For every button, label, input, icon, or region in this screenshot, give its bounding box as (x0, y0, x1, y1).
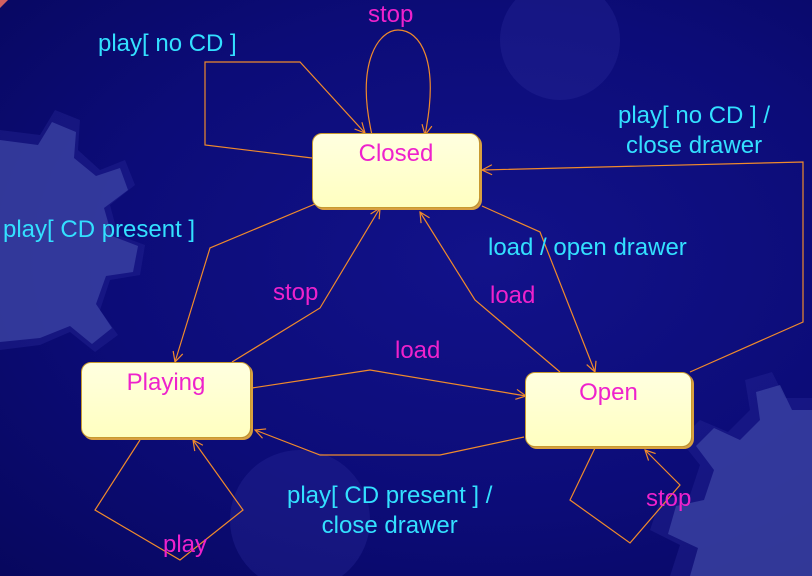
state-playing[interactable]: Playing (81, 362, 251, 438)
label-load-open-closed: load (490, 282, 536, 309)
state-closed-label: Closed (358, 140, 434, 167)
edge-playing-self-play (94, 440, 244, 561)
state-open[interactable]: Open (525, 372, 692, 447)
label-play-playing-self: play (163, 531, 208, 558)
state-closed[interactable]: Closed (312, 133, 480, 208)
label-play-cd-close-drawer: play[ CD present ] / close drawer (287, 481, 492, 541)
edge-load-open-closed (420, 212, 561, 373)
label-play-cd-present: play[ CD present ] (3, 216, 196, 243)
label-play-no-cd-close-drawer: play[ no CD ] / close drawer (618, 101, 770, 161)
label-play-cd-close-line1: play[ CD present ] / (287, 482, 493, 509)
label-stop-closed-self: stop (368, 1, 414, 28)
state-playing-label: Playing (126, 369, 206, 396)
edge-play-cd-close-open-playing (255, 430, 525, 456)
edge-stop-playing-closed (231, 208, 380, 363)
edge-closed-self-stop (365, 29, 430, 135)
edge-play-no-cd-close-drawer (482, 161, 804, 373)
state-open-label: Open (579, 379, 638, 406)
label-play-no-cd-close-line2: close drawer (626, 132, 763, 159)
label-load-playing-open: load (395, 337, 441, 364)
edge-play-no-cd (204, 61, 365, 159)
label-play-no-cd: play[ no CD ] (98, 30, 237, 57)
label-stop-open-self: stop (646, 485, 692, 512)
label-stop-playing-closed: stop (273, 279, 319, 306)
label-load-open-drawer: load / open drawer (488, 234, 687, 261)
edge-load-open-drawer (481, 205, 595, 372)
edge-play-cd-present (175, 203, 316, 362)
edge-open-self-stop (569, 447, 681, 544)
label-play-cd-close-line2: close drawer (321, 512, 458, 539)
label-play-no-cd-close-line1: play[ no CD ] / (618, 102, 771, 129)
edge-load-playing-open (251, 369, 526, 396)
